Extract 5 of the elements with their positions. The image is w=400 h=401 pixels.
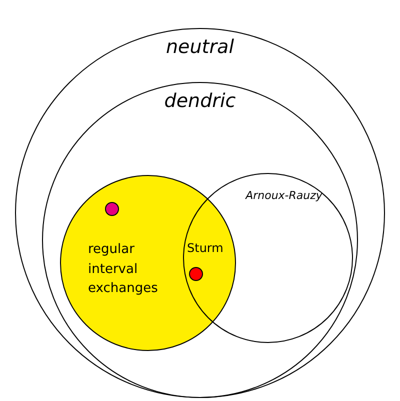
region-label: Sturm bbox=[187, 241, 224, 255]
set-label: regular interval exchanges bbox=[88, 241, 159, 298]
set-label: dendric bbox=[163, 88, 237, 114]
set-label: Arnoux-Rauzy bbox=[244, 188, 324, 204]
set-label: neutral bbox=[165, 34, 235, 60]
